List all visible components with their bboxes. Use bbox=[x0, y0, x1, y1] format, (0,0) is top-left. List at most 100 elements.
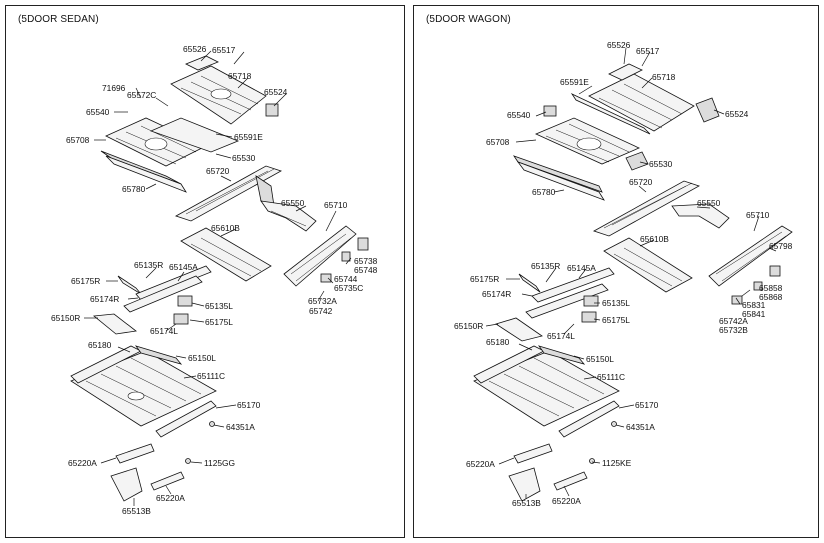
part-label: 65591E bbox=[560, 77, 589, 87]
part-label: 65735C bbox=[334, 283, 363, 293]
part-label: 65798 bbox=[769, 241, 793, 251]
part-label: 65135L bbox=[205, 301, 233, 311]
part-center-tunnel-rear bbox=[180, 227, 272, 282]
part-label: 65572C bbox=[127, 90, 156, 100]
sedan-part-labels: 65526 65517 65718 65524 71696 65572C 655… bbox=[51, 44, 378, 516]
part-label: 65513B bbox=[122, 506, 151, 516]
sedan-leader-lines bbox=[84, 50, 352, 506]
wagon-part-labels: 65526 65517 65718 65591E 65540 65524 657… bbox=[454, 40, 793, 508]
part-label: 65135R bbox=[134, 260, 163, 270]
part-label: 65220A bbox=[552, 496, 581, 506]
part-label: 1125KE bbox=[602, 458, 632, 468]
part-label: 65513B bbox=[512, 498, 541, 508]
part-label: 65180 bbox=[88, 340, 112, 350]
part-label: 65170 bbox=[635, 400, 659, 410]
part-cross-member bbox=[593, 151, 700, 237]
part-label: 65175L bbox=[205, 317, 233, 327]
part-label: 64351A bbox=[626, 422, 655, 432]
part-label: 65742 bbox=[309, 306, 333, 316]
part-label: 65530 bbox=[649, 159, 673, 169]
part-front-floor-pan bbox=[70, 345, 217, 438]
part-label: 65150L bbox=[586, 354, 614, 364]
part-label: 65742A bbox=[719, 316, 748, 326]
part-label: 65135L bbox=[602, 298, 630, 308]
part-label: 65540 bbox=[507, 110, 531, 120]
part-label: 65150R bbox=[454, 321, 483, 331]
part-label: 65180 bbox=[486, 337, 510, 347]
part-label: 65174R bbox=[482, 289, 511, 299]
part-label: 65540 bbox=[86, 107, 110, 117]
part-label: 65220A bbox=[156, 493, 185, 503]
sedan-parts-drawing: 65526 65517 65718 65524 71696 65572C 655… bbox=[51, 44, 378, 516]
part-label: 65732B bbox=[719, 325, 748, 335]
part-label: 65175L bbox=[602, 315, 630, 325]
part-bottom-brackets bbox=[508, 421, 617, 502]
part-label: 65591E bbox=[234, 132, 263, 142]
part-bracket-frame bbox=[260, 200, 317, 232]
part-label: 65526 bbox=[607, 40, 631, 50]
part-bottom-brackets bbox=[110, 421, 215, 502]
part-label: 65718 bbox=[228, 71, 252, 81]
part-label: 65748 bbox=[354, 265, 378, 275]
part-label: 65145A bbox=[567, 263, 596, 273]
part-label: 65780 bbox=[122, 184, 146, 194]
part-label: 65780 bbox=[532, 187, 556, 197]
part-label: 65517 bbox=[212, 45, 236, 55]
part-label: 65524 bbox=[264, 87, 288, 97]
part-label: 64351A bbox=[226, 422, 255, 432]
part-label: 65111C bbox=[597, 372, 625, 382]
wagon-leader-lines bbox=[485, 47, 777, 499]
part-label: 65174L bbox=[150, 326, 178, 336]
part-label: 65868 bbox=[759, 292, 783, 302]
part-label: 65524 bbox=[725, 109, 749, 119]
part-label: 65175R bbox=[71, 276, 100, 286]
part-rear-floor-pan bbox=[100, 117, 240, 193]
wagon-panel-title: (5DOOR WAGON) bbox=[426, 14, 511, 25]
part-label: 65174R bbox=[90, 294, 119, 304]
wagon-parts-drawing: 65526 65517 65718 65591E 65540 65524 657… bbox=[454, 40, 793, 508]
part-label: 65708 bbox=[486, 137, 510, 147]
part-label: 65550 bbox=[281, 198, 305, 208]
part-rear-floor-upper bbox=[170, 55, 279, 125]
part-center-tunnel-rear bbox=[603, 237, 693, 293]
part-label: 65738 bbox=[354, 256, 378, 266]
part-label: 65610B bbox=[211, 223, 240, 233]
part-label: 65858 bbox=[759, 283, 783, 293]
part-label: 65610B bbox=[640, 234, 669, 244]
part-bracket-frame bbox=[671, 203, 730, 229]
part-label: 65720 bbox=[206, 166, 230, 176]
part-label: 65174L bbox=[547, 331, 575, 341]
part-side-member bbox=[283, 225, 369, 287]
part-label: 65526 bbox=[183, 44, 207, 54]
part-label: 65150L bbox=[188, 353, 216, 363]
part-label: 65170 bbox=[237, 400, 261, 410]
part-rear-floor-upper bbox=[570, 63, 720, 135]
part-label: 65708 bbox=[66, 135, 90, 145]
part-small-brackets bbox=[92, 265, 212, 335]
part-label: 65831 bbox=[742, 300, 766, 310]
part-label: 65744 bbox=[334, 274, 358, 284]
part-rear-floor-pan bbox=[513, 105, 640, 201]
part-label: 71696 bbox=[102, 83, 126, 93]
part-label: 1125GG bbox=[204, 458, 235, 468]
part-small-brackets bbox=[495, 267, 615, 342]
part-label: 65145A bbox=[169, 262, 198, 272]
part-label: 65175R bbox=[470, 274, 499, 284]
part-label: 65150R bbox=[51, 313, 80, 323]
part-label: 65718 bbox=[652, 72, 676, 82]
sedan-panel-title: (5DOOR SEDAN) bbox=[18, 14, 99, 25]
sedan-panel: (5DOOR SEDAN) bbox=[5, 5, 405, 538]
part-label: 65732A bbox=[308, 296, 337, 306]
part-label: 65530 bbox=[232, 153, 256, 163]
part-label: 65220A bbox=[68, 458, 97, 468]
part-label: 65710 bbox=[746, 210, 770, 220]
wagon-panel: (5DOOR WAGON) bbox=[413, 5, 819, 538]
part-label: 65111C bbox=[197, 371, 225, 381]
part-front-floor-pan bbox=[473, 345, 620, 438]
part-label: 65517 bbox=[636, 46, 660, 56]
part-label: 65220A bbox=[466, 459, 495, 469]
part-label: 65550 bbox=[697, 198, 721, 208]
part-label: 65710 bbox=[324, 200, 348, 210]
part-label: 65135R bbox=[531, 261, 560, 271]
part-label: 65720 bbox=[629, 177, 653, 187]
